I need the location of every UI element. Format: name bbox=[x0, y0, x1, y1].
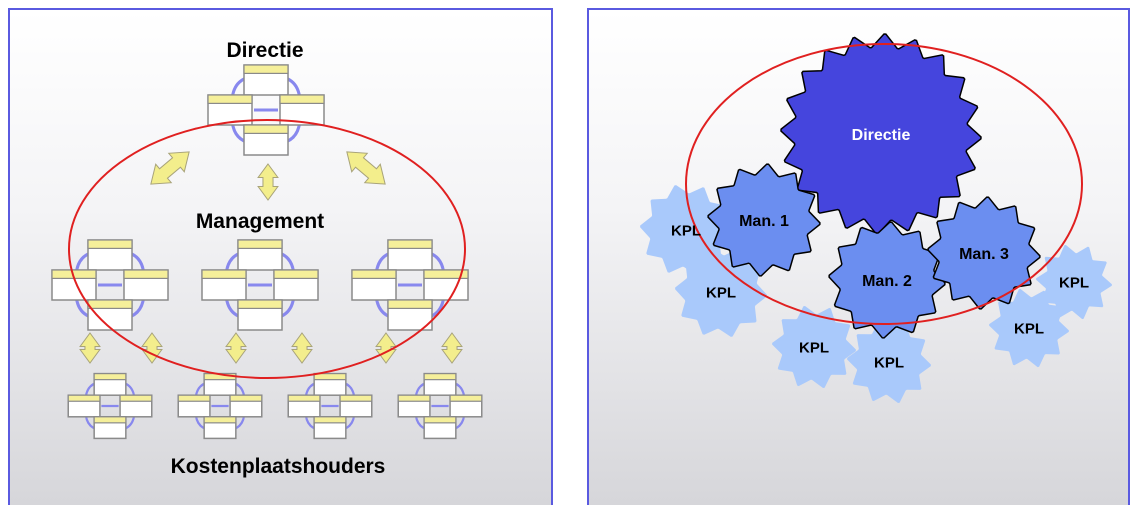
management-ellipse bbox=[685, 43, 1083, 325]
kostenplaatshouders-label: Kostenplaatshouders bbox=[171, 455, 386, 478]
management-ellipse bbox=[68, 119, 466, 379]
management-label: Management bbox=[196, 210, 324, 233]
kpl-structure-3 bbox=[287, 372, 373, 440]
directie-gear bbox=[780, 33, 982, 235]
org-block-header bbox=[273, 269, 319, 279]
org-hierarchy-diagram: Directie Management Kostenplaatshouders bbox=[51, 39, 483, 478]
org-block-header bbox=[201, 269, 247, 279]
directie-structure bbox=[207, 64, 325, 156]
org-block-header bbox=[93, 416, 127, 424]
org-block-header bbox=[203, 416, 237, 424]
kpl-gear-4 bbox=[847, 321, 931, 403]
double-arrow bbox=[291, 332, 313, 364]
org-block-header bbox=[423, 269, 469, 279]
kpl-gear-2-label: KPL bbox=[706, 284, 736, 301]
kpl-gear-1-label: KPL bbox=[671, 222, 701, 239]
man-gear-3 bbox=[927, 196, 1041, 310]
org-block-header bbox=[93, 373, 127, 381]
gears bbox=[640, 33, 1112, 403]
kpl-gear-5-label: KPL bbox=[1014, 320, 1044, 337]
org-block-header bbox=[237, 239, 283, 249]
org-block-header bbox=[313, 416, 347, 424]
kpl-gear-4-label: KPL bbox=[874, 354, 904, 371]
kpl-gear-6-label: KPL bbox=[1059, 274, 1089, 291]
org-block-header bbox=[87, 239, 133, 249]
double-arrow bbox=[79, 332, 101, 364]
kpl-gear-6 bbox=[1036, 244, 1112, 320]
org-block-header bbox=[423, 373, 457, 381]
double-arrow bbox=[150, 151, 190, 185]
org-block-header bbox=[423, 416, 457, 424]
man-gear-1-label: Man. 1 bbox=[739, 213, 789, 230]
org-block-header bbox=[229, 394, 263, 402]
org-block-header bbox=[279, 94, 325, 104]
directie-gear-label: Directie bbox=[852, 127, 911, 144]
man-gear-2 bbox=[828, 221, 946, 339]
org-block-header bbox=[119, 394, 153, 402]
org-block-header bbox=[67, 394, 101, 402]
management-structure-3 bbox=[351, 239, 469, 331]
org-block-header bbox=[207, 94, 253, 104]
double-arrow bbox=[257, 163, 279, 201]
kpl-structure-4 bbox=[397, 372, 483, 440]
management-structure-2 bbox=[201, 239, 319, 331]
kpl-gear-2 bbox=[675, 247, 767, 337]
org-block-header bbox=[387, 299, 433, 309]
kpl-structure-1 bbox=[67, 372, 153, 440]
kpl-structure-2 bbox=[177, 372, 263, 440]
org-structures bbox=[51, 64, 483, 440]
org-block-header bbox=[351, 269, 397, 279]
org-block-header bbox=[313, 373, 347, 381]
man-gear-1 bbox=[707, 163, 821, 277]
org-block-header bbox=[397, 394, 431, 402]
org-block-header bbox=[87, 299, 133, 309]
org-block-header bbox=[123, 269, 169, 279]
org-block-header bbox=[449, 394, 483, 402]
double-arrow bbox=[441, 332, 463, 364]
org-block-header bbox=[243, 124, 289, 134]
org-block-header bbox=[177, 394, 211, 402]
org-block-header bbox=[243, 64, 289, 74]
org-block-header bbox=[387, 239, 433, 249]
man-gear-3-label: Man. 3 bbox=[959, 246, 1009, 263]
man-gear-2-label: Man. 2 bbox=[862, 273, 912, 290]
org-block-header bbox=[237, 299, 283, 309]
double-arrow bbox=[346, 151, 386, 185]
org-block-header bbox=[287, 394, 321, 402]
left-panel-org-hierarchy: Directie Management Kostenplaatshouders bbox=[8, 8, 553, 505]
org-block-header bbox=[339, 394, 373, 402]
kpl-gear-5 bbox=[989, 288, 1069, 368]
directie-label: Directie bbox=[226, 39, 303, 62]
kpl-gear-3 bbox=[772, 306, 856, 388]
double-arrow bbox=[141, 332, 163, 364]
kpl-gear-3-label: KPL bbox=[799, 339, 829, 356]
double-arrow bbox=[225, 332, 247, 364]
